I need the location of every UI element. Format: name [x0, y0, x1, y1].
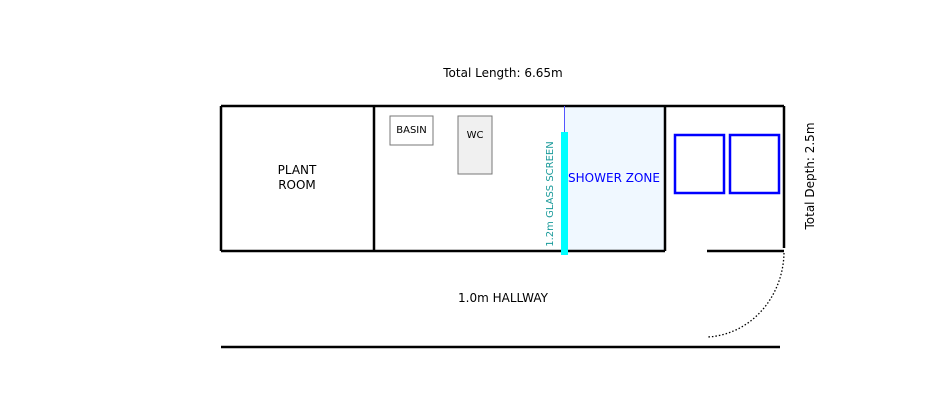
plant-room-label-2: ROOM	[278, 178, 316, 192]
total-depth-label: Total Depth: 2.5m	[803, 122, 817, 230]
shower-zone-area	[565, 106, 665, 251]
basin-label: BASIN	[396, 125, 426, 136]
walls	[219, 104, 786, 349]
basin-fixture	[389, 115, 434, 146]
wc-label: WC	[467, 130, 484, 141]
total-length-label: Total Length: 6.65m	[442, 66, 563, 80]
wc-fixture	[457, 115, 493, 175]
glass-screen	[561, 132, 568, 255]
locker-1	[673, 133, 726, 195]
hallway-label: 1.0m HALLWAY	[458, 291, 549, 305]
door-swing-arc	[706, 252, 785, 338]
shower-zone-label: SHOWER ZONE	[568, 171, 660, 185]
locker-2	[728, 133, 781, 195]
glass-screen-label: 1.2m GLASS SCREEN	[545, 141, 556, 246]
plant-room-label-1: PLANT	[278, 163, 317, 177]
